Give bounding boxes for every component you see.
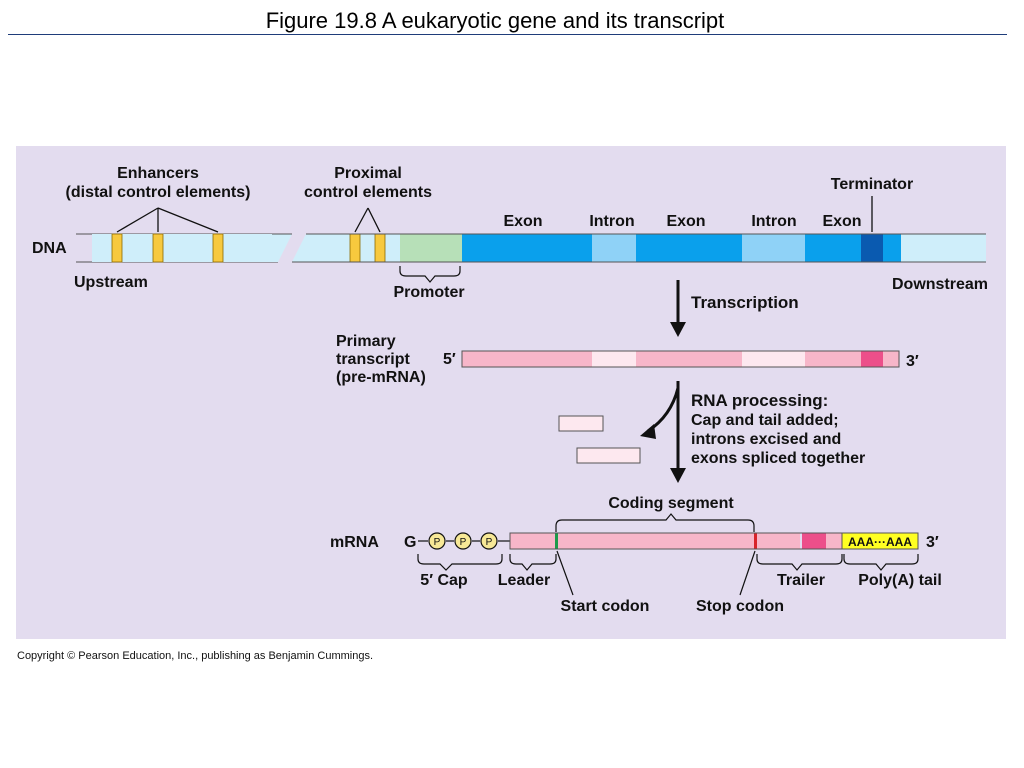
processing-heading: RNA processing: (691, 391, 828, 410)
proximal-label-2: control elements (304, 184, 432, 201)
processing-arrow (670, 381, 686, 483)
copyright-notice: Copyright © Pearson Education, Inc., pub… (17, 650, 374, 662)
mrna-three-prime: 3′ (926, 534, 939, 551)
polya-box (841, 532, 919, 550)
enhancers-label-2: (distal control elements) (66, 184, 251, 201)
primary-three-prime: 3′ (906, 353, 919, 370)
enhancer-element-2 (152, 233, 164, 263)
downstream-label: Downstream (892, 276, 988, 293)
phosphate-3-label: P (486, 537, 493, 548)
phosphate-1-label: P (434, 537, 441, 548)
promoter-bracket (399, 266, 461, 283)
terminator-region (861, 234, 883, 262)
dna-upstream-segment (92, 234, 292, 262)
coding-segment-label: Coding segment (608, 495, 734, 512)
start-codon-label: Start codon (561, 598, 650, 615)
exon-label-2: Exon (666, 213, 705, 230)
enhancer-element-1 (111, 233, 123, 263)
trailer-label: Trailer (777, 572, 825, 589)
start-codon-mark (555, 533, 558, 549)
polya-bracket (843, 554, 919, 571)
cap-phosphates (418, 532, 510, 550)
phosphate-2-label: P (460, 537, 467, 548)
leader-label: Leader (498, 572, 550, 589)
transcription-arrow (670, 280, 686, 337)
cap-label: 5′ Cap (420, 572, 468, 589)
figure-panel: Enhancers (distal control elements) Prox… (16, 146, 1006, 639)
stop-codon-pointer (739, 550, 756, 596)
intron-1 (592, 234, 636, 262)
phosphate-3 (480, 532, 498, 550)
excised-intron-arrow (640, 387, 680, 439)
gene-diagram: Enhancers (distal control elements) Prox… (32, 165, 988, 615)
phosphate-1 (428, 532, 446, 550)
dna-label: DNA (32, 240, 67, 257)
processing-line-3: exons spliced together (691, 450, 865, 467)
exon-label-1: Exon (503, 213, 542, 230)
primary-label-1: Primary (336, 333, 396, 350)
promoter-label: Promoter (393, 284, 464, 301)
excised-intron-1 (558, 415, 604, 432)
primary-five-prime: 5′ (443, 351, 456, 368)
guanine-cap: G (404, 534, 416, 551)
excised-intron-2 (576, 447, 641, 464)
pre-mrna-strand (461, 350, 900, 368)
leader-bracket (509, 554, 557, 571)
title-rule (8, 34, 1007, 35)
polya-tail-label: Poly(A) tail (858, 572, 942, 589)
proximal-pointers (354, 207, 381, 233)
enhancer-element-3 (212, 233, 224, 263)
intron-label-1: Intron (589, 213, 634, 230)
dna-downstream-segment (901, 234, 986, 262)
start-codon-pointer (556, 550, 574, 596)
mrna-label: mRNA (330, 534, 379, 551)
coding-segment-bracket (555, 513, 755, 532)
processing-line-2: introns excised and (691, 431, 841, 448)
primary-label-2: transcript (336, 351, 410, 368)
enhancer-pointers (116, 207, 219, 233)
exon-1 (462, 234, 592, 262)
promoter-region (400, 234, 462, 262)
upstream-label: Upstream (74, 274, 148, 291)
exon-label-3: Exon (822, 213, 861, 230)
phosphate-2 (454, 532, 472, 550)
polya-text: AAA···AAA (848, 535, 912, 549)
primary-label-3: (pre-mRNA) (336, 369, 426, 386)
cap-bracket (417, 554, 503, 571)
trailer-bracket (756, 554, 843, 571)
exon-2 (636, 234, 742, 262)
stop-codon-label: Stop codon (696, 598, 784, 615)
intron-label-2: Intron (751, 213, 796, 230)
proximal-element-2 (374, 233, 386, 263)
exon-3 (805, 234, 861, 262)
mature-mrna-strand (509, 532, 919, 550)
intron-2 (742, 234, 805, 262)
exon-3-tail (883, 234, 901, 262)
dna-right-segment-start (292, 234, 400, 262)
enhancers-label-1: Enhancers (117, 165, 199, 182)
terminator-label: Terminator (831, 176, 913, 193)
dna-strand (76, 233, 986, 263)
slide-title: Figure 19.8 A eukaryotic gene and its tr… (265, 8, 725, 33)
proximal-label-1: Proximal (334, 165, 402, 182)
transcription-label: Transcription (691, 293, 799, 312)
stop-codon-mark (754, 533, 757, 549)
processing-line-1: Cap and tail added; (691, 412, 839, 429)
proximal-element-1 (349, 233, 361, 263)
